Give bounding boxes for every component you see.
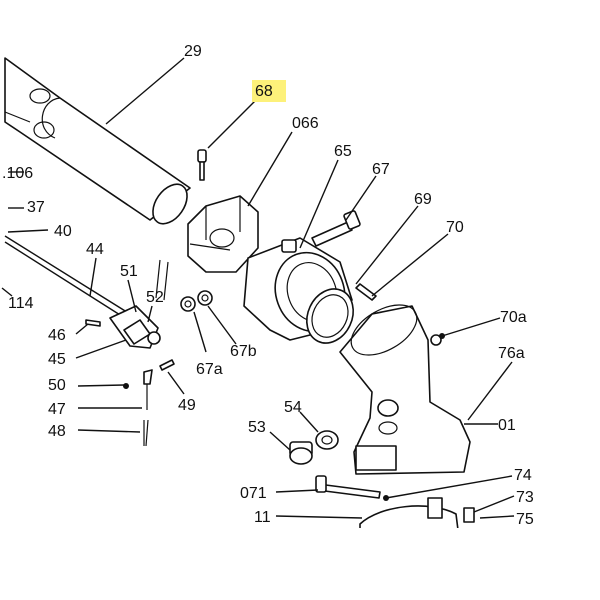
label-49: 49 [178,397,196,414]
screw-part-70a [430,334,442,346]
label-40: 40 [54,223,72,240]
label-01: 01 [498,417,516,434]
clamp-ring-part-11 [359,497,459,531]
part-labels: 29 68 066 65 67 69 70 .106 37 40 44 51 5… [2,43,534,528]
label-47: 47 [48,401,66,418]
highlight-68 [252,80,286,102]
label-11: 11 [254,509,271,526]
label-50: 50 [48,377,66,394]
leader-lines [1,57,515,519]
tube-part-29 [4,57,191,225]
washer-part-54 [315,430,339,450]
label-73: 73 [516,489,534,506]
bottom-crop-area [0,528,600,600]
washer-part-67a [180,296,196,312]
label-29: 29 [184,43,202,60]
throttle-cable-parts [4,235,175,447]
label-52: 52 [146,289,164,306]
label-76a: 76a [498,345,525,362]
bolt-part-67 [311,210,361,247]
label-45: 45 [48,351,66,368]
leader-dots [123,333,445,501]
screw-part-68 [197,149,207,181]
label-46: 46 [48,327,66,344]
clamp-part-066 [187,195,259,273]
o-ring-part-69 [306,288,354,344]
label-68: 68 [255,83,273,100]
label-67b: 67b [230,343,257,360]
label-44: 44 [86,241,104,258]
label-65: 65 [334,143,352,160]
label-48: 48 [48,423,66,440]
label-70a: 70a [500,309,527,326]
label-114: 114 [8,295,34,312]
bolt-part-071 [315,475,381,499]
label-066: 066 [292,115,319,132]
label-106: .106 [2,165,33,182]
label-67: 67 [372,161,390,178]
label-37: 37 [27,199,45,216]
plug-part-53 [289,441,313,465]
bracket-part-73 [463,507,475,523]
label-51: 51 [120,263,138,280]
label-54: 54 [284,399,302,416]
washer-part-67b [197,290,213,306]
elbow-part-01 [339,304,471,475]
label-53: 53 [248,419,266,436]
label-67a: 67a [196,361,223,378]
pin-part-70 [355,283,377,301]
label-74: 74 [514,467,532,484]
label-071: 071 [240,485,267,502]
label-75: 75 [516,511,534,528]
label-69: 69 [414,191,432,208]
label-70: 70 [446,219,464,236]
